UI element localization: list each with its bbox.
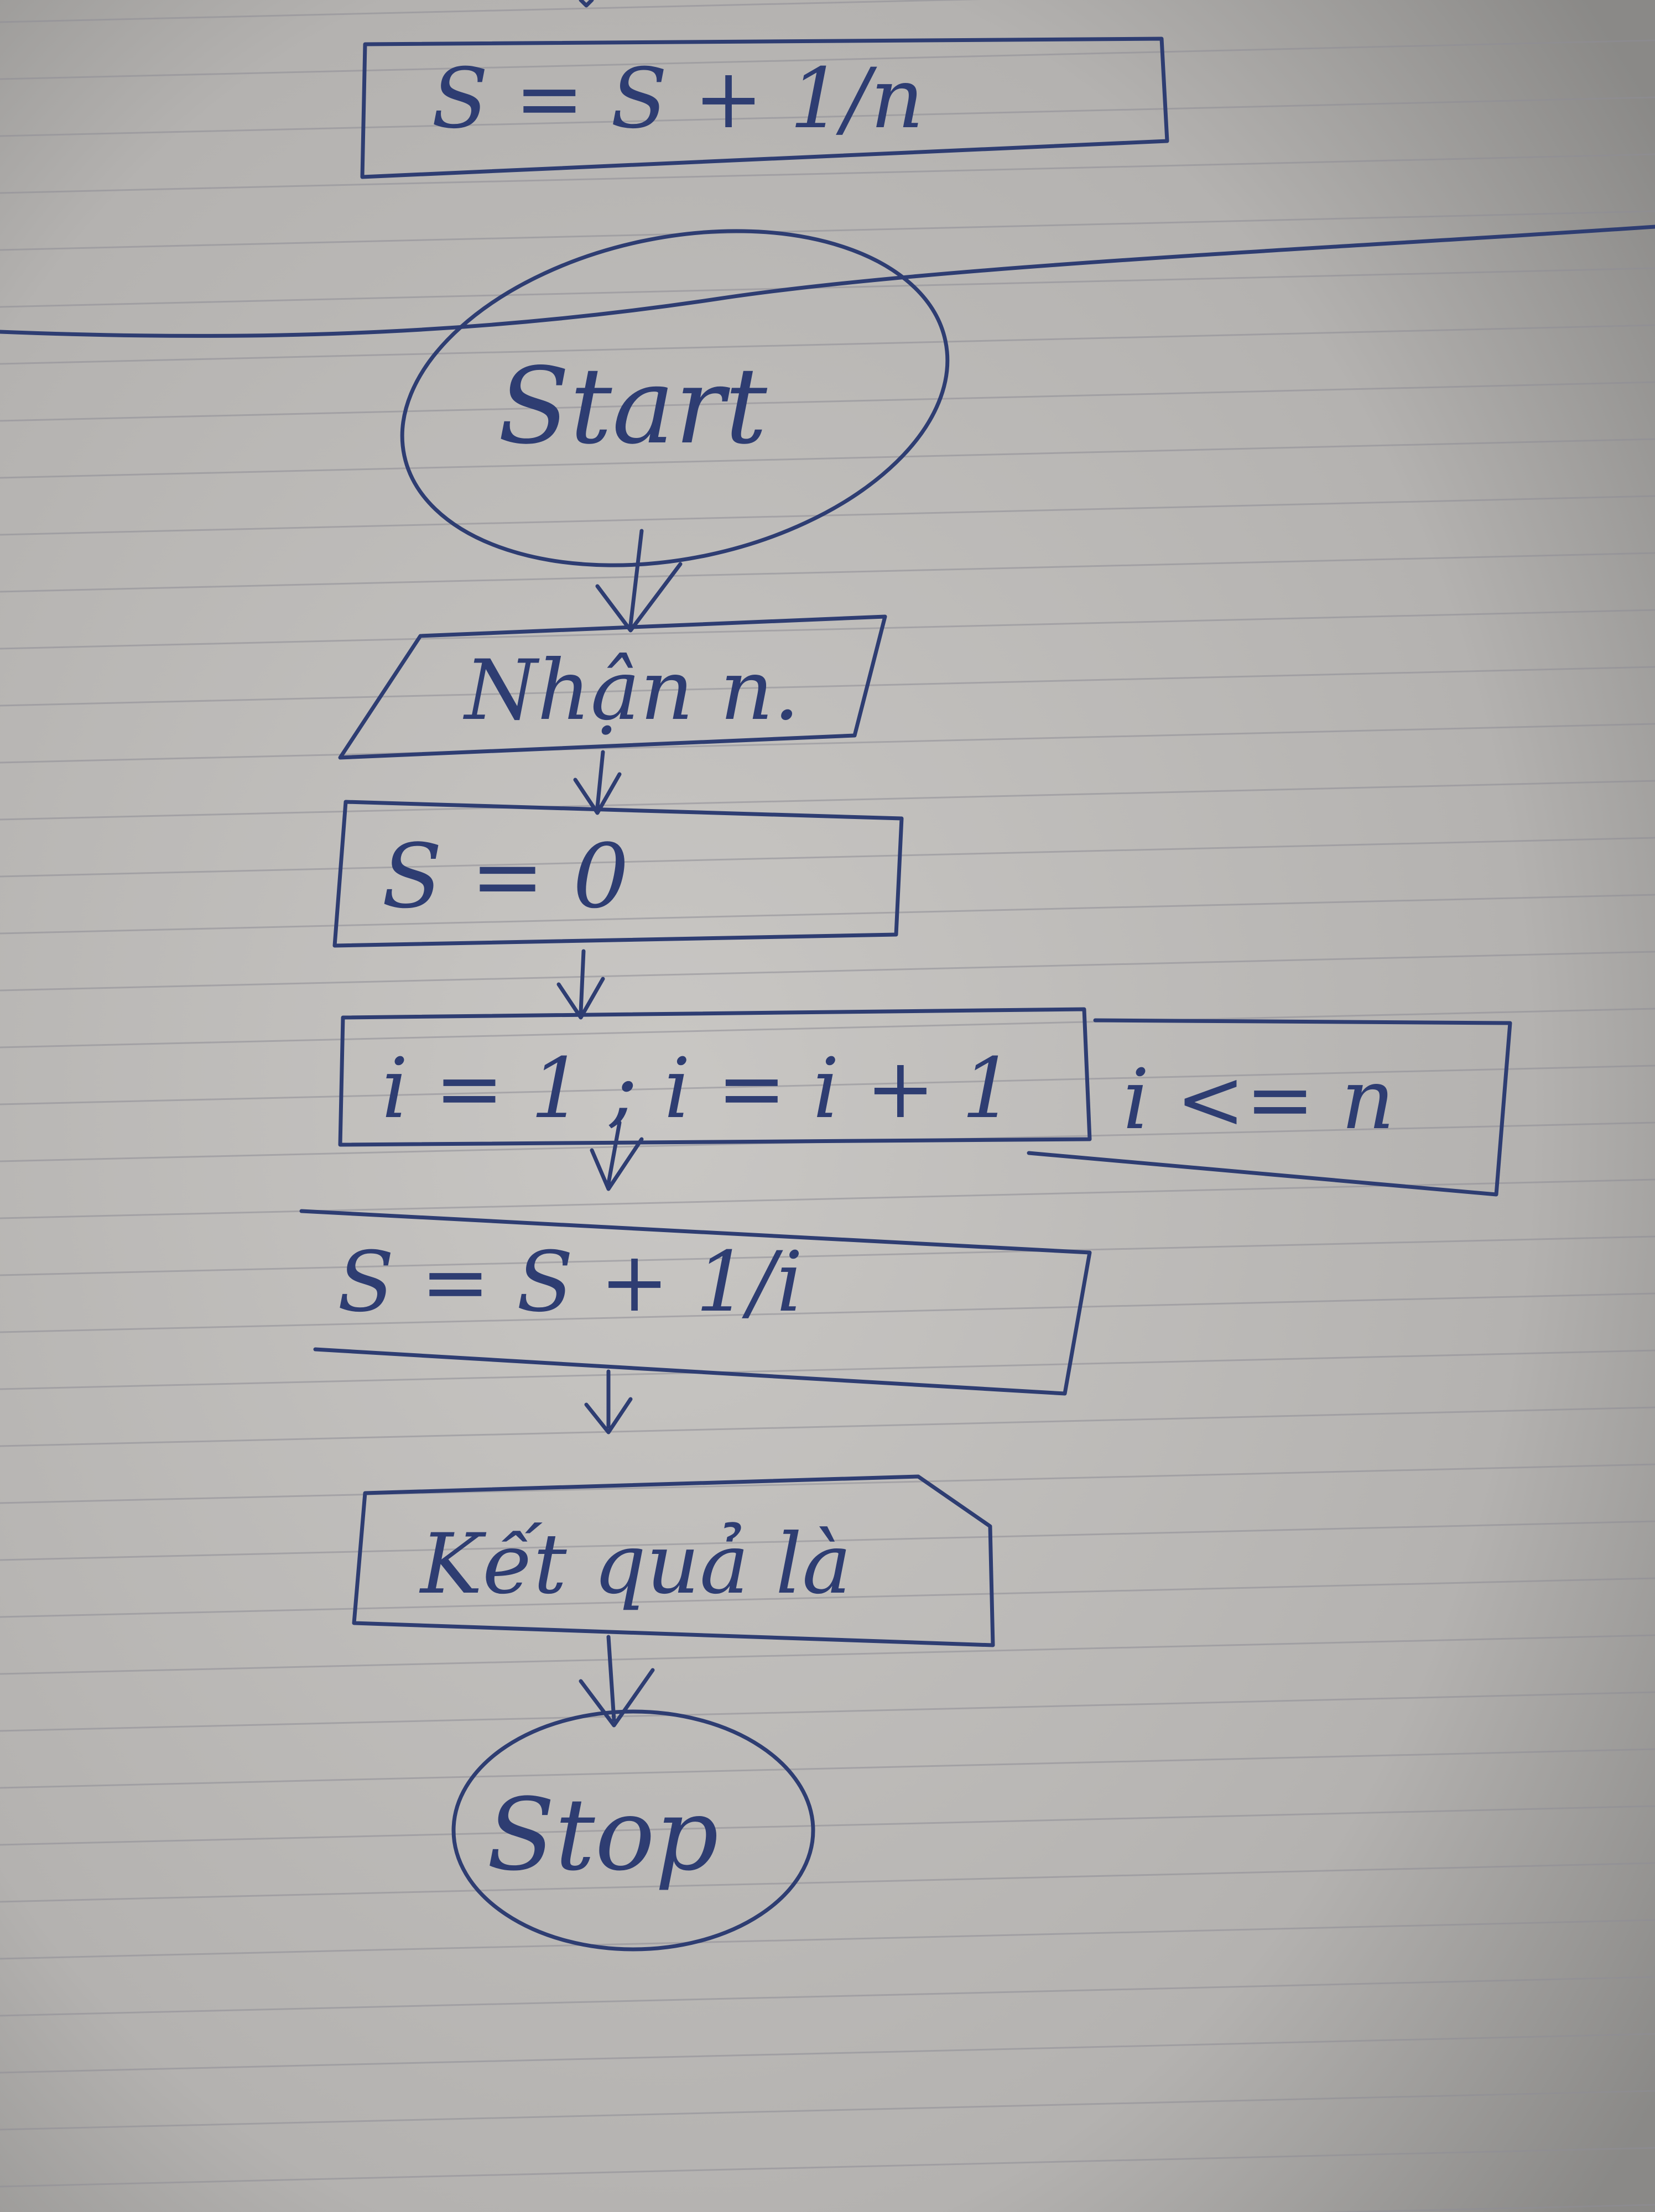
ruled-line [0, 96, 1655, 137]
ruled-line [0, 1008, 1655, 1048]
ruled-line [0, 1748, 1655, 1789]
top-box-label: S = S + 1/n [431, 51, 924, 147]
loop-process-box: i = 1 ; i = i + 1 [338, 1007, 1092, 1147]
ruled-line [0, 552, 1655, 593]
output-box: Kết quả là [352, 1474, 995, 1647]
start-label: Start [498, 345, 768, 467]
arrow-start-to-input [595, 529, 683, 633]
ruled-line [0, 1349, 1655, 1390]
init-process-box: S = 0 [332, 800, 904, 948]
ruled-line [0, 666, 1655, 707]
ruled-line [0, 1691, 1655, 1732]
ruled-line [0, 2033, 1655, 2074]
ruled-line [0, 1065, 1655, 1105]
ruled-line [0, 438, 1655, 479]
ruled-line [0, 609, 1655, 650]
ruled-line [0, 2147, 1655, 2188]
loop-label: i = 1 ; i = i + 1 [382, 1041, 1014, 1137]
ruled-line [0, 780, 1655, 821]
ruled-line [0, 894, 1655, 935]
condition-label: i <= n [1123, 1052, 1394, 1148]
body-label: S = S + 1/i [337, 1234, 803, 1331]
ruled-line [0, 1520, 1655, 1561]
ruled-line [0, 1235, 1655, 1276]
ruled-line [0, 837, 1655, 878]
init-label: S = 0 [382, 825, 629, 928]
ruled-line [0, 2090, 1655, 2131]
ruled-line [0, 0, 981, 23]
ruled-line [0, 1805, 1655, 1846]
ruled-line [0, 1976, 1655, 2017]
stop-label: Stop [487, 1777, 719, 1893]
arrow-init-to-loop [556, 949, 605, 1020]
arrow-input-to-init [573, 750, 622, 815]
ruled-line [0, 723, 1655, 764]
ruled-line [0, 1862, 1655, 1903]
stop-terminal: Stop [451, 1709, 815, 1952]
body-process-box: S = S + 1/i [299, 1209, 1092, 1396]
input-label: Nhận n. [463, 643, 800, 739]
condition-box: i <= n [1027, 1018, 1512, 1197]
ruled-line [0, 1406, 1655, 1447]
ruled-line [0, 1292, 1655, 1333]
ruled-line [0, 951, 1655, 992]
arrow-output-to-stop [579, 1635, 655, 1728]
arrow-loop-to-body [590, 1120, 644, 1191]
divider-stroke [0, 225, 1655, 338]
ruled-line [1312, 2204, 1655, 2212]
ruled-line [0, 153, 1655, 194]
ruled-line [0, 210, 1655, 251]
output-label: Kết quả là [419, 1516, 851, 1613]
ruled-line [0, 1577, 1655, 1618]
input-parallelogram: Nhận n. [338, 614, 887, 760]
ruled-line [0, 39, 1655, 80]
ruled-line [0, 1919, 1655, 1960]
ruled-line [0, 381, 1655, 422]
ruled-line [0, 495, 1655, 536]
arrow-body-to-output [584, 1369, 633, 1434]
ruled-line [0, 1634, 1655, 1675]
ruled-line [0, 267, 1655, 308]
start-terminal: Start [400, 229, 950, 567]
top-process-box: S = S + 1/n [360, 0, 1169, 179]
ruled-line [0, 1463, 1655, 1504]
ruled-line [0, 324, 1655, 365]
